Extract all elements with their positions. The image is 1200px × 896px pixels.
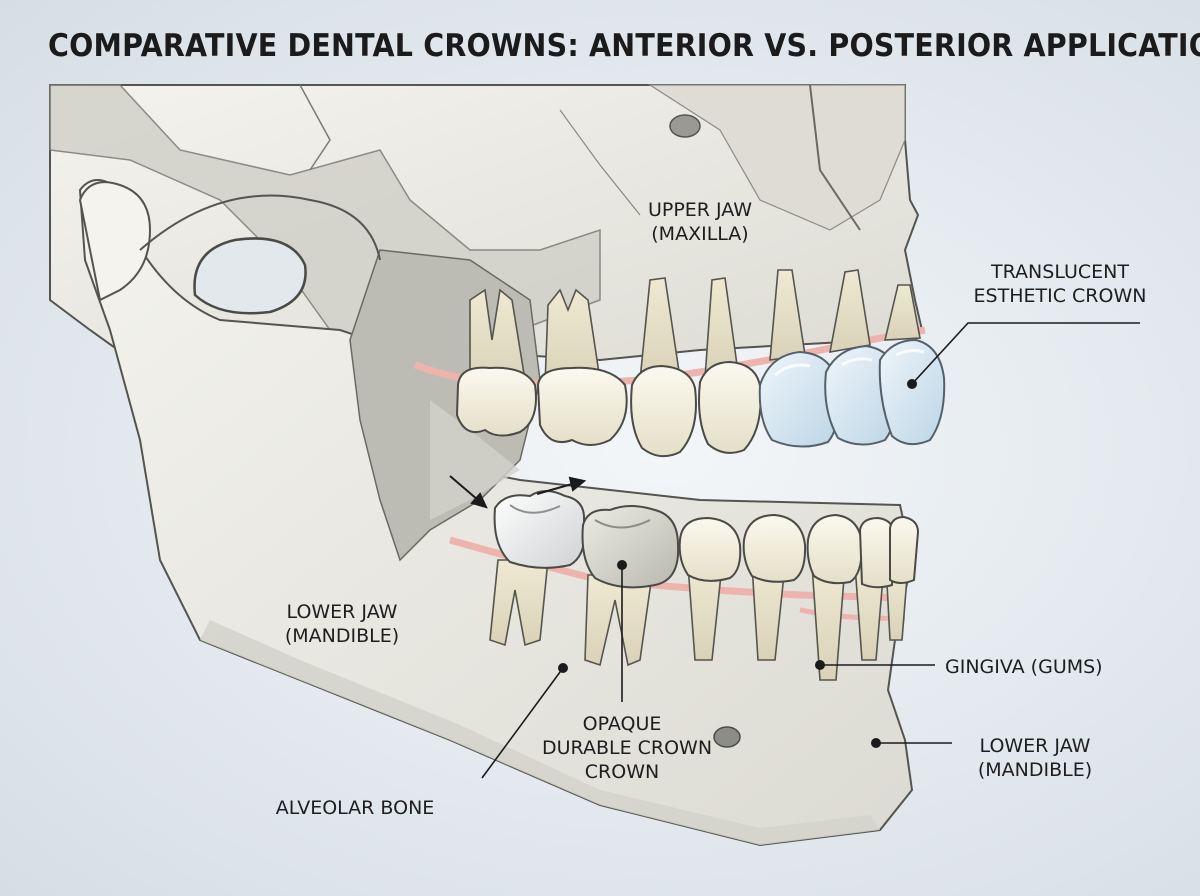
opaque-crown (581, 505, 680, 589)
label-upper-jaw: UPPER JAW (MAXILLA) (647, 199, 753, 245)
leader-lines (481, 322, 1140, 779)
upper-premolars (630, 277, 762, 458)
upper-anterior-roots (769, 269, 921, 361)
translucent-crowns (758, 338, 946, 448)
upper-molar-1 (455, 288, 537, 437)
label-translucent-crown: TRANSLUCENT ESTHETIC CROWN (973, 261, 1147, 307)
label-alveolar-bone: ALVEOLAR BONE (275, 797, 435, 819)
label-gingiva: GINGIVA (GUMS) (945, 656, 1103, 678)
movement-arrows (449, 475, 587, 509)
label-lower-jaw-left: LOWER JAW (MANDIBLE) (284, 601, 400, 647)
lower-front-teeth (678, 513, 920, 589)
lower-roots (489, 559, 909, 681)
label-lower-jaw-right: LOWER JAW (MANDIBLE) (977, 735, 1093, 781)
label-opaque-crown: OPAQUE DURABLE CROWN CROWN (542, 713, 713, 783)
upper-molar-2 (536, 288, 628, 446)
diagram-title: COMPARATIVE DENTAL CROWNS: ANTERIOR VS. … (48, 28, 1200, 64)
lower-molar-metal-crown (493, 490, 586, 569)
